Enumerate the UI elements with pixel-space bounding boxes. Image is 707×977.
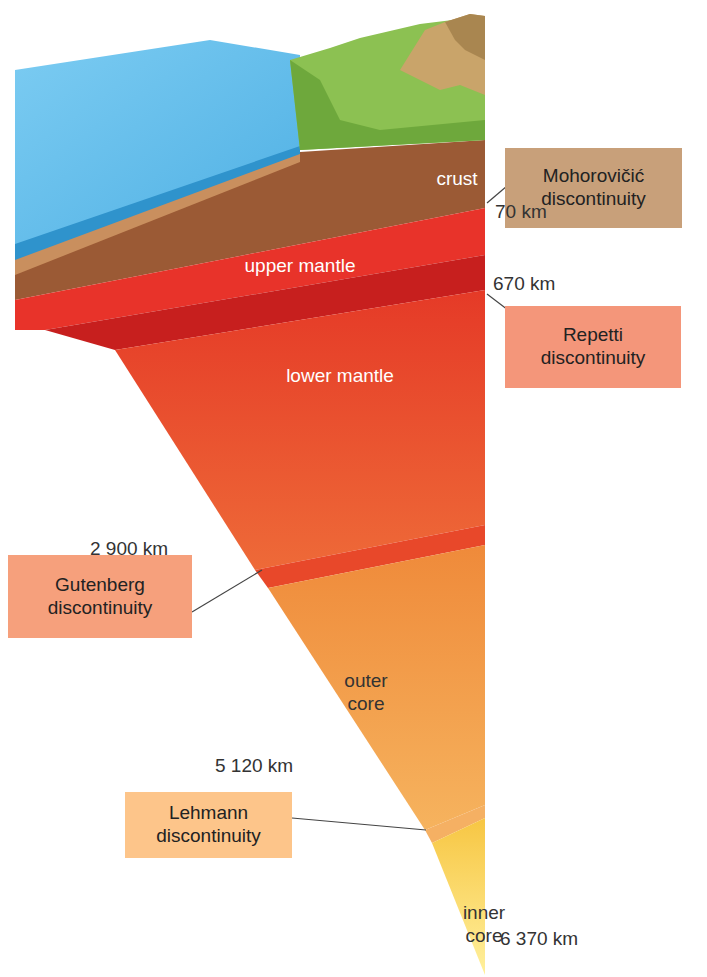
outer-core-layer xyxy=(268,545,485,830)
ocean-top xyxy=(15,40,300,244)
depth-label: 6 370 km xyxy=(500,929,578,950)
layer-name: outer core xyxy=(325,670,407,716)
layer-name: crust xyxy=(436,168,477,191)
depth-label: 2 900 km xyxy=(90,539,168,560)
depth-label: 670 km xyxy=(493,274,555,295)
layer-name: lower mantle xyxy=(270,362,410,390)
layer-name: upper mantle xyxy=(245,255,356,278)
leader-line xyxy=(487,186,507,203)
discontinuity-name: Lehmann discontinuity xyxy=(135,802,282,848)
leader-line xyxy=(192,570,262,612)
mountain xyxy=(400,14,485,95)
layer-name: crust xyxy=(430,165,484,193)
depth-label: 5 120 km xyxy=(215,756,293,777)
layer-name: lower mantle xyxy=(286,365,394,388)
discontinuity-box: Lehmann discontinuity xyxy=(125,792,292,858)
lower-mantle-layer xyxy=(115,290,485,570)
leader-line xyxy=(292,818,426,830)
inner-core-layer xyxy=(432,818,485,975)
layer-name: upper mantle xyxy=(220,252,380,280)
discontinuity-name: Repetti discontinuity xyxy=(515,324,671,370)
discontinuity-box: Repetti discontinuity xyxy=(505,306,681,388)
depth-label: 70 km xyxy=(495,202,547,223)
discontinuity-name: Gutenberg discontinuity xyxy=(18,574,182,620)
discontinuity-box: Gutenberg discontinuity xyxy=(8,555,192,638)
mountain-shade xyxy=(445,14,485,60)
layer-name: outer core xyxy=(325,668,407,718)
